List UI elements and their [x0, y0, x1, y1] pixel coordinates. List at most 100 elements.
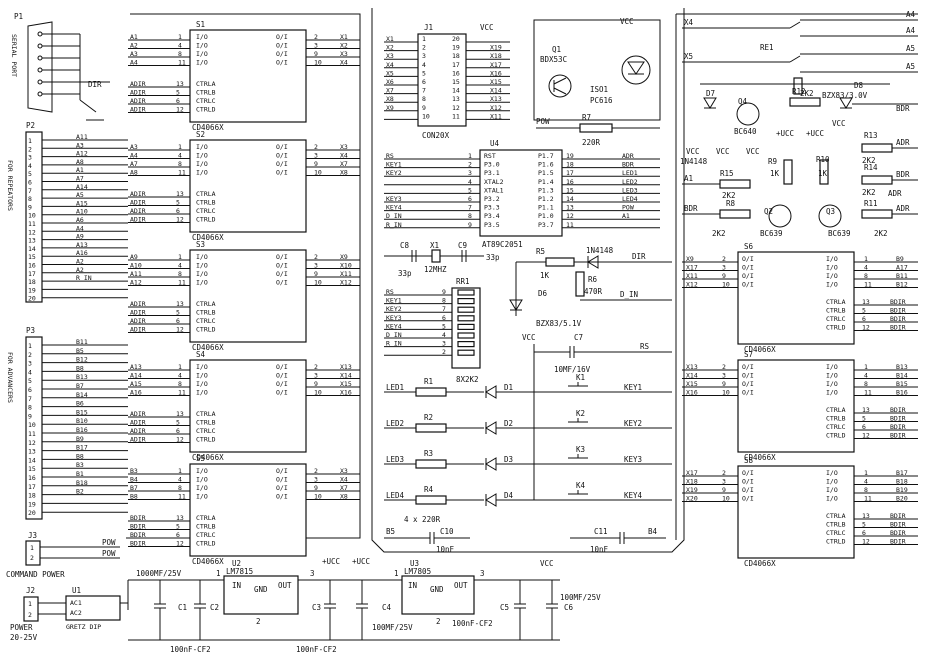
switch-ctrl-name: CTRLA — [826, 298, 846, 306]
switch-io-name: I/O — [196, 493, 208, 501]
switch-ctrl-net: ADIR — [130, 309, 146, 317]
u4-right-net: A1 — [622, 212, 630, 220]
switch-ref: S8 — [744, 456, 754, 465]
led-diode: D1 — [504, 383, 513, 392]
p2-net-11: A6 — [76, 216, 84, 224]
p3-net-9: B15 — [76, 408, 88, 416]
u4-left-pin: 6 — [468, 195, 472, 203]
switch-in: X17 — [686, 469, 698, 477]
p3-net-8: B6 — [76, 400, 84, 408]
p3-pin-6: 6 — [28, 386, 32, 394]
switch-ctrl-name: CTRLD — [826, 324, 846, 332]
p3-net-12: B9 — [76, 435, 84, 443]
rc-adr1: ADR — [896, 138, 910, 147]
switch-out-pin: 10 — [314, 169, 322, 177]
switch-ctrl-net: ADIR — [130, 199, 146, 207]
power-supply: 1000MF/25V U2 LM7815 IN GND OUT 1 2 3 +U… — [128, 557, 601, 654]
re1-x4: X4 — [684, 18, 694, 27]
switch-out: B16 — [896, 389, 908, 397]
p3-net-15: B3 — [76, 461, 84, 469]
u2-part: LM7815 — [226, 567, 253, 576]
p2-pin-11: 11 — [28, 220, 36, 228]
r7-ref: R7 — [582, 113, 591, 122]
u4-left-pin: 8 — [468, 212, 472, 220]
p2-net-10: A10 — [76, 208, 88, 216]
p3-pin-10: 10 — [28, 421, 36, 429]
u2-ref: U2 — [232, 559, 241, 568]
switch-io-pin: 1 — [864, 469, 868, 477]
u4-left-pin: 2 — [468, 161, 472, 169]
switch-out: X11 — [340, 270, 352, 278]
switch-io-name: I/O — [196, 33, 208, 41]
switch-part: CD4066X — [192, 453, 224, 462]
r12-val: 2K2 — [800, 89, 814, 98]
switch-ctrl-pin: 6 — [862, 315, 866, 323]
r9-ref: R9 — [768, 157, 777, 166]
p2-pin-20: 20 — [28, 295, 36, 303]
switch-in: A16 — [130, 389, 142, 397]
switch-in-pin: 2 — [722, 255, 726, 263]
j1-left-net: X1 — [386, 35, 394, 43]
switch-oi-name: O/I — [742, 495, 754, 503]
switch-ctrl-net: ADIR — [130, 427, 146, 435]
switch-in: X13 — [686, 363, 698, 371]
d7-part: 1N4148 — [680, 157, 708, 166]
switch-in: A10 — [130, 262, 142, 270]
rc-vcc1: VCC — [686, 147, 700, 156]
c1-ref: C1 — [178, 603, 187, 612]
switch-in: A4 — [130, 59, 138, 67]
r15-val: 2K2 — [722, 191, 736, 200]
j3-net1: POW — [102, 538, 116, 547]
re1-out3: A5 — [906, 44, 915, 53]
relay-re1: X4 X5 A4 A4 A5 A5 RE1 — [682, 10, 918, 95]
switch-out: X7 — [340, 484, 348, 492]
j1-right-pin: 16 — [452, 69, 460, 77]
switch-out: X12 — [340, 279, 352, 287]
c10-ref: C10 — [440, 527, 454, 536]
c7-val: 10MF/16V — [554, 365, 591, 374]
switch-ctrl-pin: 12 — [176, 326, 184, 334]
p2-pin-10: 10 — [28, 212, 36, 220]
u4-left-pin: 5 — [468, 186, 472, 194]
j2-caption1: POWER — [10, 623, 33, 632]
switch-ctrl-pin: 6 — [862, 529, 866, 537]
u3-gnd: GND — [430, 585, 444, 594]
rr1-net: KEY1 — [386, 297, 402, 305]
switch-ctrl-pin: 5 — [176, 199, 180, 207]
connector-j3: J3 1 2 POW POW COMMAND POWER — [6, 531, 120, 579]
key-switch: K1 — [576, 373, 585, 382]
led-diode: D2 — [504, 419, 513, 428]
rc-ucc1: +UCC — [776, 129, 794, 138]
switch-ctrl-net: BDIR — [130, 514, 146, 522]
switch-ctrl-name: CTRLA — [196, 410, 216, 418]
d5-part: 1N4148 — [586, 246, 614, 255]
switch-oi-name: O/I — [742, 389, 754, 397]
led-net: LED4 — [386, 491, 405, 500]
u2-in: IN — [232, 581, 241, 590]
key-net: KEY2 — [624, 419, 642, 428]
switch-io-name: I/O — [196, 42, 208, 50]
switch-oi-name: O/I — [276, 42, 288, 50]
switch-out: X15 — [340, 380, 352, 388]
j1-ref: J1 — [424, 23, 433, 32]
u4-right-pin: 14 — [566, 195, 574, 203]
u4-left-name: P3.4 — [484, 212, 500, 220]
q1-ref: Q1 — [552, 45, 561, 54]
switch-oi-name: O/I — [276, 467, 288, 475]
p2-net-2: A3 — [76, 141, 84, 149]
switch-ref: S2 — [196, 130, 205, 139]
switch-ctrl-name: CTRLC — [196, 531, 216, 539]
switch-ctrl-pin: 12 — [862, 432, 870, 440]
switch-ref: S7 — [744, 350, 753, 359]
p3-pin-4: 4 — [28, 368, 32, 376]
u4-right-net: BDR — [622, 161, 634, 169]
switch-io-name: I/O — [196, 380, 208, 388]
p3-net-17: B18 — [76, 479, 88, 487]
switch-ctrl-pin: 13 — [176, 190, 184, 198]
u4-right-pin: 19 — [566, 152, 574, 160]
j1-right-net: X14 — [490, 87, 502, 95]
switch-ctrl-net: BDIR — [890, 324, 906, 332]
u1-name: GRETZ DIP — [66, 623, 101, 631]
j1-right-pin: 12 — [452, 104, 460, 112]
switch-in: A13 — [130, 363, 142, 371]
